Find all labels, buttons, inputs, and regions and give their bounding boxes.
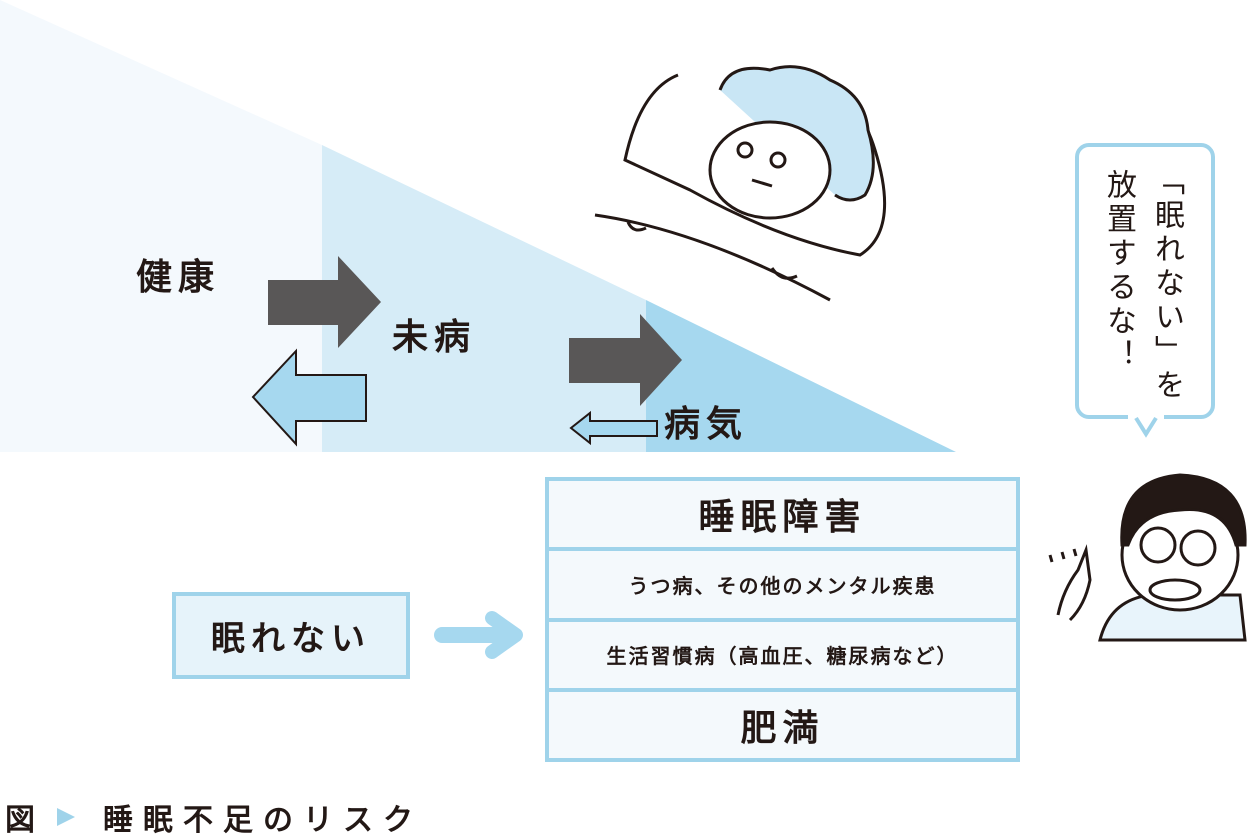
risk-row-lifestyle-disease: 生活習慣病（高血圧、糖尿病など）	[549, 622, 1016, 692]
cause-box: 眠れない	[172, 592, 410, 679]
forward-arrow-healthy-to-pre	[268, 256, 381, 348]
risk-row-sleep-disorder: 睡眠障害	[549, 481, 1016, 552]
stage-label-disease: 病気	[664, 404, 749, 445]
stage-disease-zone	[646, 300, 956, 452]
triangle-right-icon	[57, 808, 75, 826]
stage-label-pre-disease: 未病	[392, 317, 477, 358]
risk-row-mental-illness: うつ病、その他のメンタル疾患	[549, 551, 1016, 622]
figure-caption: 図 睡眠不足のリスク	[5, 795, 423, 839]
risk-row-obesity: 肥満	[740, 707, 825, 749]
speech-bubble: 「眠れない」を 放置するな！	[1075, 143, 1215, 419]
figure-title: 睡眠不足のリスク	[103, 803, 423, 838]
risk-table: 睡眠障害 うつ病、その他のメンタル疾患 生活習慣病（高血圧、糖尿病など） 肥満	[545, 477, 1020, 762]
cause-arrow	[434, 611, 523, 659]
forward-arrow-pre-to-disease	[569, 314, 682, 406]
figure-label: 図	[5, 803, 35, 838]
stage-healthy-zone	[0, 0, 322, 452]
backward-arrow-disease-to-pre	[569, 410, 658, 446]
speech-bubble-line1: 「眠れない」を	[1149, 165, 1184, 403]
person-lying-awake-illustration	[594, 65, 887, 302]
cause-label: 眠れない	[211, 619, 371, 659]
speech-bubble-tail	[1128, 412, 1164, 438]
stage-label-healthy: 健康	[136, 257, 221, 298]
doctor-illustration	[1048, 473, 1247, 642]
stage-pre-disease-zone	[322, 145, 646, 452]
speech-bubble-line2: 放置するな！	[1101, 169, 1136, 373]
backward-arrow-pre-to-healthy	[251, 348, 367, 447]
